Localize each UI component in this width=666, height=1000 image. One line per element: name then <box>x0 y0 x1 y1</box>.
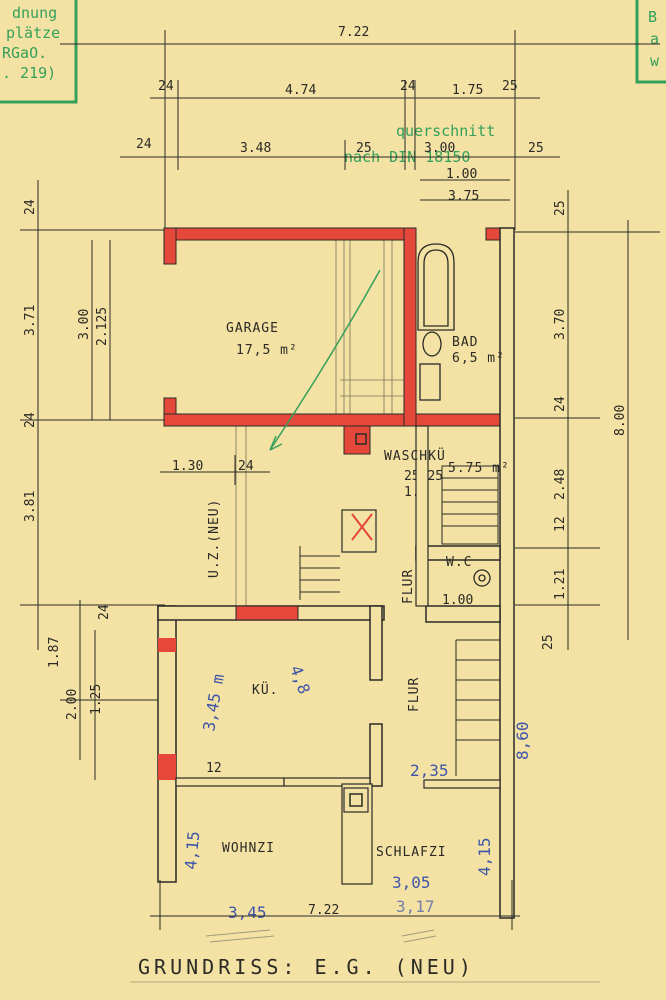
dim-second-5: 25 <box>528 141 544 156</box>
note-bottom-left: 3,45 <box>228 903 267 922</box>
dim-right-2: 3.70 <box>553 309 568 340</box>
dim-left-1: 24 <box>23 199 38 215</box>
stamp-left-line4: . 219) <box>2 64 56 82</box>
note-schlaf-side: 4,15 <box>475 837 494 876</box>
note-flur-low: 2,35 <box>410 761 449 780</box>
note-schlaf-width2: 3,17 <box>396 897 435 916</box>
dim-left-8: 2.00 <box>65 689 80 720</box>
note-wohn-side: 4,15 <box>181 830 203 870</box>
stamp-left-line2: plätze <box>6 24 60 42</box>
stamp-right-line3: w <box>650 52 660 70</box>
dim-left-9: 1.25 <box>89 684 104 715</box>
dim-top-4: 1.75 <box>452 83 483 98</box>
stamp-left-line3: RGaO. <box>2 44 47 62</box>
room-garage: GARAGE <box>226 321 279 336</box>
dim-top-5: 25 <box>502 79 518 94</box>
room-bad: BAD <box>452 335 478 350</box>
left-dimension-lines <box>20 180 165 780</box>
green-note-line1: querschnitt <box>396 122 495 140</box>
stamp-right: B a w <box>635 0 666 84</box>
dim-right-3: 8.00 <box>613 405 628 436</box>
dim-top-1: 24 <box>158 79 174 94</box>
dim-right-8: 25 <box>541 634 556 650</box>
room-uz: U.Z.(NEU) <box>207 499 222 578</box>
pencil-scribbles <box>205 929 437 943</box>
dim-left-7: 1.87 <box>47 637 62 668</box>
room-bad-area: 6,5 m² <box>452 351 505 366</box>
note-schlaf-width: 3,05 <box>392 873 431 892</box>
garage-hatching <box>235 240 404 606</box>
fixtures <box>417 243 491 587</box>
room-waschkue: WASCHKÜ <box>384 447 446 464</box>
bottom-dimension-line <box>150 880 520 930</box>
note-kue-width: 3,45 m <box>199 672 228 732</box>
dim-mid-6: 1.00 <box>442 593 473 608</box>
dim-top-3: 24 <box>400 79 416 94</box>
dim-mid-3: 12 <box>206 761 222 776</box>
dim-left-6: 3.81 <box>23 491 38 522</box>
left-dimension-labels: 24 3.71 3.00 2.125 24 3.81 1.87 2.00 1.2… <box>23 199 112 720</box>
room-schlafzi: SCHLAFZI <box>376 845 447 860</box>
dim-left-4: 2.125 <box>95 307 110 346</box>
dim-total-width: 7.22 <box>338 25 369 40</box>
dim-right-4: 24 <box>553 396 568 412</box>
washbasin-icon <box>422 331 442 357</box>
dim-stair-2: 3.75 <box>448 189 479 204</box>
sink-icon <box>419 363 441 401</box>
dim-right-5: 2.48 <box>553 469 568 500</box>
stairs <box>299 465 500 776</box>
middle-dimension-lines <box>160 455 270 485</box>
dim-second-1: 24 <box>136 137 152 152</box>
green-arrow-icon <box>269 269 381 451</box>
dim-right-1: 25 <box>553 200 568 216</box>
right-dimension-lines <box>515 190 660 650</box>
drawing-title: GRUNDRISS: E.G. (NEU) <box>138 955 475 979</box>
dim-second-3: 25 <box>356 141 372 156</box>
toilet-icon <box>473 569 491 587</box>
room-wohnzi: WOHNZI <box>222 841 275 856</box>
dim-left-2: 3.71 <box>23 305 38 336</box>
stamp-right-line2: a <box>650 30 659 48</box>
dim-bottom: 7.22 <box>308 903 339 918</box>
dim-second-4: 3.00 <box>424 141 455 156</box>
room-garage-area: 17,5 m² <box>236 343 298 358</box>
note-kue-diag: 4,8 <box>286 663 314 697</box>
dim-right-7: 1.21 <box>553 569 568 600</box>
dim-second-2: 3.48 <box>240 141 271 156</box>
room-kueche: KÜ. <box>252 681 278 698</box>
dim-left-3: 3.00 <box>77 309 92 340</box>
walls <box>157 227 515 919</box>
dim-mid-1: 1.30 <box>172 459 203 474</box>
stamp-left: dnung plätze RGaO. . 219) <box>0 0 78 104</box>
dim-left-10: 24 <box>97 604 112 620</box>
bathtub-icon <box>417 243 455 331</box>
room-waschkue-area: 5.75 m² <box>448 461 510 476</box>
room-flur-vertical: FLUR <box>401 569 416 604</box>
top-dimension-lines <box>60 30 660 230</box>
stamp-right-line1: B <box>648 8 657 26</box>
stamp-left-line1: dnung <box>12 4 57 22</box>
dim-left-5: 24 <box>23 412 38 428</box>
dim-top-2: 4.74 <box>285 83 316 98</box>
dim-right-6: 12 <box>553 516 568 532</box>
room-wc: W.C <box>446 555 472 570</box>
dim-stair-1: 1.00 <box>446 167 477 182</box>
room-flur: FLUR <box>407 677 422 712</box>
note-flur-right: 8,60 <box>513 721 532 760</box>
right-dimension-labels: 25 3.70 8.00 24 2.48 12 1.21 25 <box>541 200 628 650</box>
